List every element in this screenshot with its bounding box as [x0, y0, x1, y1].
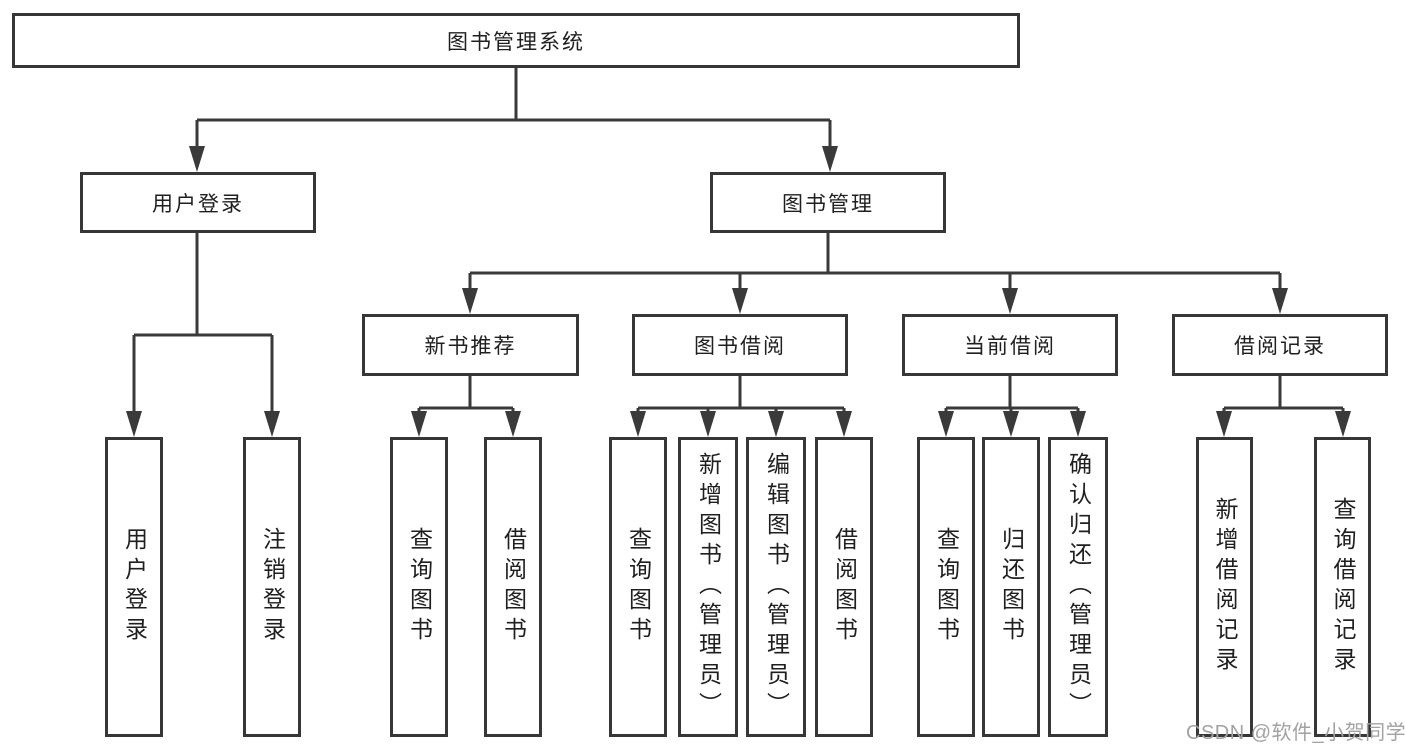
edge-bookmgmt-to-level3 — [468, 232, 1282, 292]
edge-newbook-to-leaves — [417, 375, 515, 414]
edge-borrowing-to-leaves — [636, 375, 846, 414]
leaf-edit-books-admin: 编辑图书（管理员） — [746, 437, 806, 737]
edge-current-to-leaves — [944, 375, 1080, 414]
leaf-logout: 注销登录 — [243, 437, 301, 737]
leaf-add-borrow-record: 新增借阅记录 — [1196, 437, 1253, 737]
node-user-login: 用户登录 — [80, 172, 316, 233]
leaf-query-books-borrowing: 查询图书 — [609, 437, 667, 737]
leaf-confirm-return-admin: 确认归还（管理员） — [1048, 437, 1108, 737]
node-root-system: 图书管理系统 — [12, 13, 1020, 68]
node-new-book-recommend: 新书推荐 — [362, 314, 579, 376]
node-borrowing-records: 借阅记录 — [1172, 314, 1388, 376]
leaf-user-login: 用户登录 — [105, 437, 163, 737]
csdn-watermark: CSDN @软件_小贺同学 — [1186, 722, 1405, 744]
edge-userlogin-to-leaves — [132, 232, 274, 414]
leaf-query-books-recommend: 查询图书 — [390, 437, 448, 737]
leaf-borrow-books-recommend: 借阅图书 — [484, 437, 542, 737]
leaf-query-borrow-record: 查询借阅记录 — [1314, 437, 1371, 737]
node-book-management: 图书管理 — [710, 172, 946, 233]
edge-records-to-leaves — [1222, 375, 1345, 414]
leaf-add-books-admin: 新增图书（管理员） — [678, 437, 738, 737]
leaf-return-books: 归还图书 — [982, 437, 1040, 737]
leaf-query-books-current: 查询图书 — [917, 437, 975, 737]
edge-root-to-level2 — [195, 68, 832, 150]
node-current-borrowing: 当前借阅 — [902, 314, 1118, 376]
leaf-borrow-books-borrowing: 借阅图书 — [815, 437, 873, 737]
node-book-borrowing: 图书借阅 — [632, 314, 848, 376]
